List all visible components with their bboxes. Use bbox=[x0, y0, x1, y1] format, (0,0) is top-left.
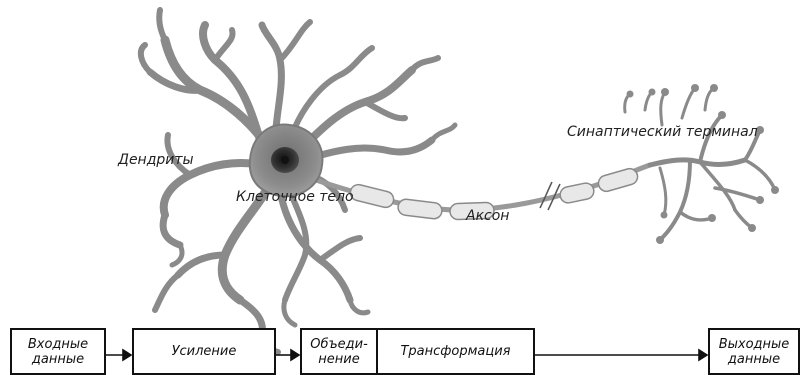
nucleolus bbox=[281, 156, 289, 164]
box-output-line2: данные bbox=[719, 352, 790, 367]
box-amplification: Усиление bbox=[132, 328, 276, 375]
box-transformation: Трансформация bbox=[376, 328, 535, 375]
box-combination: Объеди- нение bbox=[300, 328, 378, 375]
box-amplification-label: Усиление bbox=[172, 344, 237, 359]
label-cell-body: Клеточное тело bbox=[236, 189, 354, 205]
label-dendrites: Дендриты bbox=[118, 152, 194, 168]
box-input-line1: Входные bbox=[28, 337, 88, 352]
box-combination-line2: нение bbox=[310, 352, 368, 367]
box-output-data: Выходные данные bbox=[708, 328, 800, 375]
box-output-line1: Выходные bbox=[719, 337, 790, 352]
box-input-line2: данные bbox=[28, 352, 88, 367]
box-transformation-label: Трансформация bbox=[400, 344, 510, 359]
label-synaptic-terminal: Синаптический терминал bbox=[567, 124, 758, 140]
cell-body bbox=[250, 125, 323, 197]
box-combination-line1: Объеди- bbox=[310, 337, 368, 352]
box-input-data: Входные данные bbox=[10, 328, 106, 375]
label-axon: Аксон bbox=[466, 208, 509, 224]
